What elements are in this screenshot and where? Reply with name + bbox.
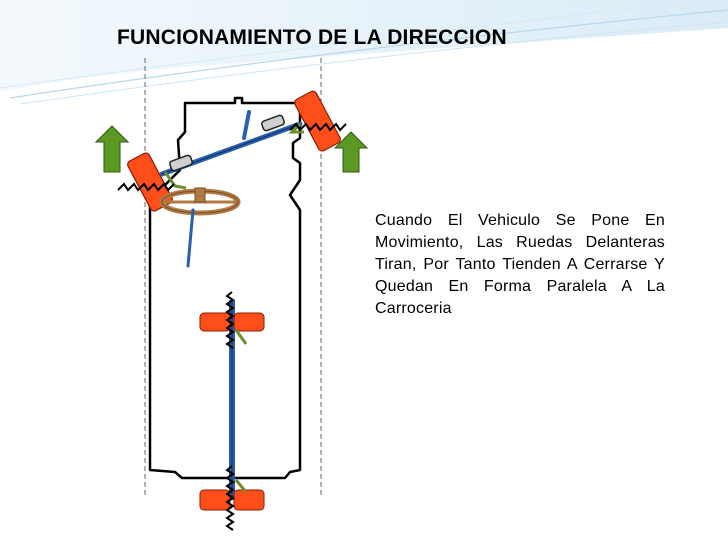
pitman-arm bbox=[242, 110, 251, 140]
slide-title: FUNCIONAMIENTO DE LA DIRECCION bbox=[117, 26, 507, 49]
slide-description: Cuando El Vehiculo Se Pone En Movimiento… bbox=[375, 212, 665, 317]
middle-wheel-left bbox=[199, 312, 231, 332]
zigzag-spring-icon bbox=[117, 182, 175, 192]
chassis-outline bbox=[148, 96, 302, 480]
zigzag-spring-icon bbox=[289, 122, 347, 132]
steering-wheel-icon bbox=[159, 187, 241, 216]
steering-arm-left bbox=[163, 171, 187, 190]
header-wave-decoration bbox=[0, 0, 728, 105]
rear-axle bbox=[199, 465, 265, 531]
rear-wheel-right bbox=[233, 489, 265, 511]
ball-joint-left bbox=[169, 154, 193, 172]
middle-wheel-right bbox=[233, 312, 265, 332]
ball-joint-right bbox=[261, 114, 285, 132]
rear-wheel-left bbox=[199, 489, 231, 511]
arrow-up-icon bbox=[94, 125, 130, 173]
middle-axle bbox=[199, 291, 265, 349]
steering-column bbox=[186, 208, 195, 268]
zigzag-spring-icon bbox=[225, 465, 235, 531]
zigzag-spring-icon bbox=[225, 291, 235, 349]
arrow-up-icon bbox=[333, 131, 369, 173]
front-axle-assembly bbox=[159, 110, 304, 190]
